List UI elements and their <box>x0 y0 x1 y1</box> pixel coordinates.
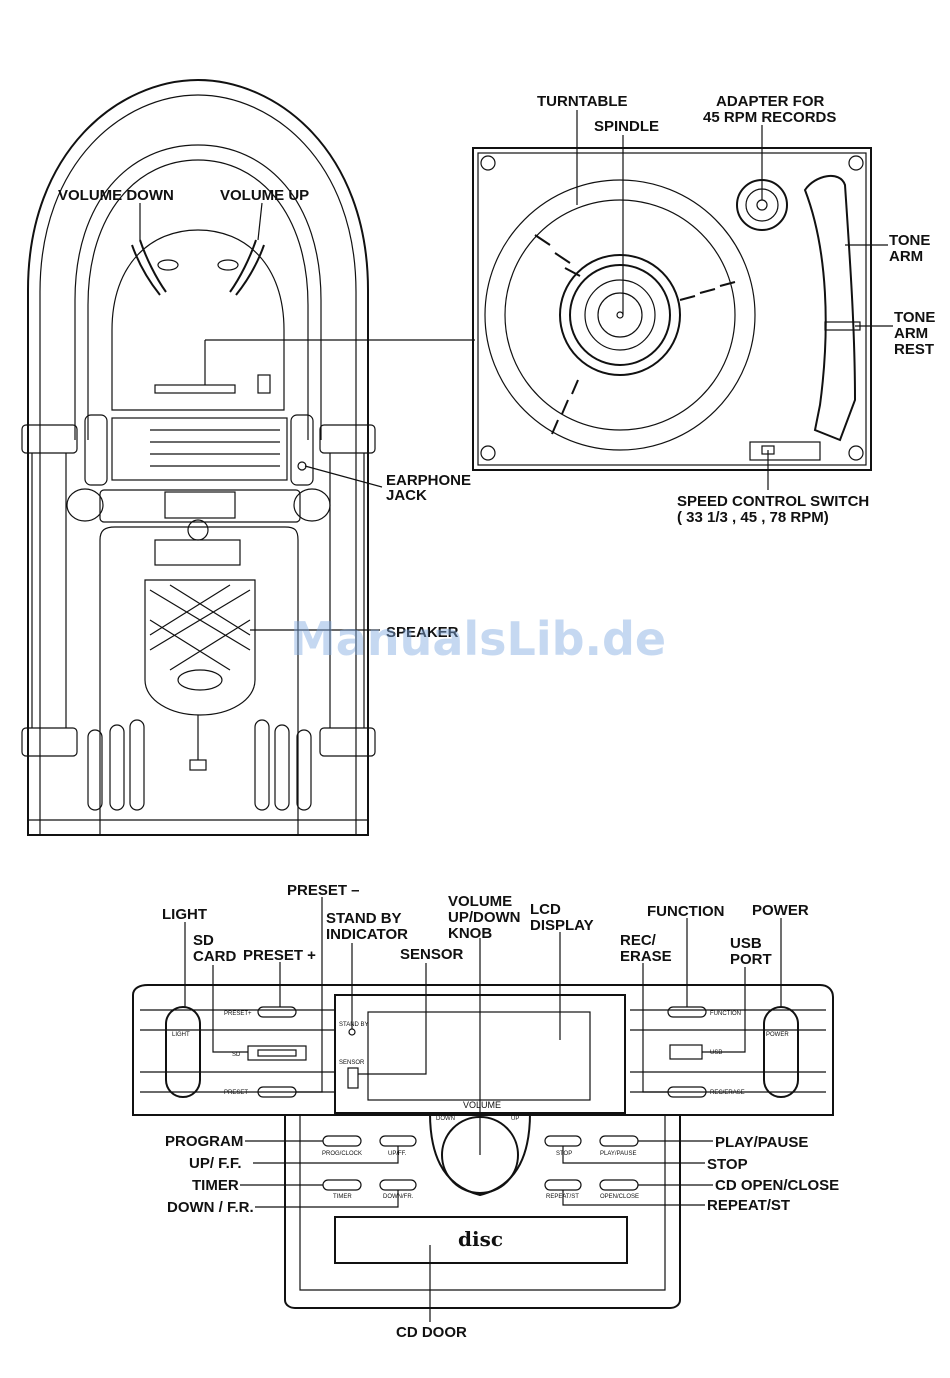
print-light: LIGHT <box>172 1032 190 1038</box>
label-timer: TIMER <box>192 1177 239 1194</box>
label-speed-control-1: SPEED CONTROL SWITCH <box>677 493 869 510</box>
label-down-fr: DOWN / F.R. <box>167 1199 254 1216</box>
label-standby-1: STAND BY <box>326 910 402 927</box>
label-volume-down: VOLUME DOWN <box>58 187 174 204</box>
label-light: LIGHT <box>162 906 207 923</box>
label-standby-2: INDICATOR <box>326 926 408 943</box>
jukebox-drawing <box>21 78 376 836</box>
label-preset-plus: PRESET + <box>243 947 316 964</box>
label-speaker: SPEAKER <box>386 624 459 641</box>
print-rec-erase: REC/ERASE <box>710 1090 745 1096</box>
label-preset-minus: PRESET – <box>287 882 360 899</box>
print-play-pause: PLAY/PAUSE <box>600 1151 636 1157</box>
turntable-drawing <box>472 147 872 471</box>
label-stop: STOP <box>707 1156 748 1173</box>
print-stop: STOP <box>556 1151 572 1157</box>
print-up-ff: UP/FF. <box>388 1151 407 1157</box>
label-volume-knob-1: VOLUME <box>448 893 512 910</box>
label-adapter-1: ADAPTER FOR <box>716 93 825 110</box>
label-program: PROGRAM <box>165 1133 243 1150</box>
label-earphone-jack-1: EARPHONE <box>386 472 471 489</box>
label-cd-door: CD DOOR <box>396 1324 467 1341</box>
label-sd-card-2: CARD <box>193 948 236 965</box>
label-repeat-st: REPEAT/ST <box>707 1197 790 1214</box>
label-sd-card-1: SD <box>193 932 214 949</box>
label-tone-arm-1: TONE <box>889 232 930 249</box>
watermark: ManualsLib.de <box>290 612 666 666</box>
print-standby: STAND BY <box>339 1022 369 1028</box>
label-turntable: TURNTABLE <box>537 93 628 110</box>
label-function: FUNCTION <box>647 903 725 920</box>
label-up-ff: UP/ F.F. <box>189 1155 242 1172</box>
label-tone-arm-rest-1: TONE <box>894 309 935 326</box>
label-volume-knob-3: KNOB <box>448 925 492 942</box>
label-lcd-2: DISPLAY <box>530 917 594 934</box>
label-volume-up: VOLUME UP <box>220 187 309 204</box>
label-adapter-2: 45 RPM RECORDS <box>703 109 836 126</box>
label-speed-control-2: ( 33 1/3 , 45 , 78 RPM) <box>677 509 829 526</box>
label-usb-2: PORT <box>730 951 772 968</box>
label-tone-arm-2: ARM <box>889 248 923 265</box>
label-volume-knob-2: UP/DOWN <box>448 909 521 926</box>
label-usb-1: USB <box>730 935 762 952</box>
print-sensor: SENSOR <box>339 1060 365 1066</box>
disc-logo: disc <box>458 1227 503 1251</box>
print-power: POWER <box>766 1032 789 1038</box>
print-down: DOWN <box>436 1116 455 1122</box>
print-sd: SD <box>232 1052 241 1058</box>
label-sensor: SENSOR <box>400 946 464 963</box>
label-tone-arm-rest-3: REST <box>894 341 934 358</box>
label-rec-erase-1: REC/ <box>620 932 657 949</box>
print-volume: VOLUME <box>463 1100 501 1110</box>
label-cd-open-close: CD OPEN/CLOSE <box>715 1177 839 1194</box>
label-power: POWER <box>752 902 809 919</box>
print-preset-plus: PRESET+ <box>224 1011 252 1017</box>
print-preset-minus: PRESET- <box>224 1090 250 1096</box>
print-timer: TIMER <box>333 1194 352 1200</box>
control-panel-drawing <box>132 984 834 1309</box>
label-play-pause: PLAY/PAUSE <box>715 1134 808 1151</box>
label-earphone-jack-2: JACK <box>386 487 427 504</box>
label-spindle: SPINDLE <box>594 118 659 135</box>
print-up: UP <box>511 1116 519 1122</box>
print-open-close: OPEN/CLOSE <box>600 1194 639 1200</box>
print-function: FUNCTION <box>710 1011 741 1017</box>
label-rec-erase-2: ERASE <box>620 948 672 965</box>
print-usb: USB <box>710 1050 722 1056</box>
label-tone-arm-rest-2: ARM <box>894 325 928 342</box>
label-lcd-1: LCD <box>530 901 561 918</box>
print-prog-clock: PROG/CLOCK <box>322 1151 362 1157</box>
